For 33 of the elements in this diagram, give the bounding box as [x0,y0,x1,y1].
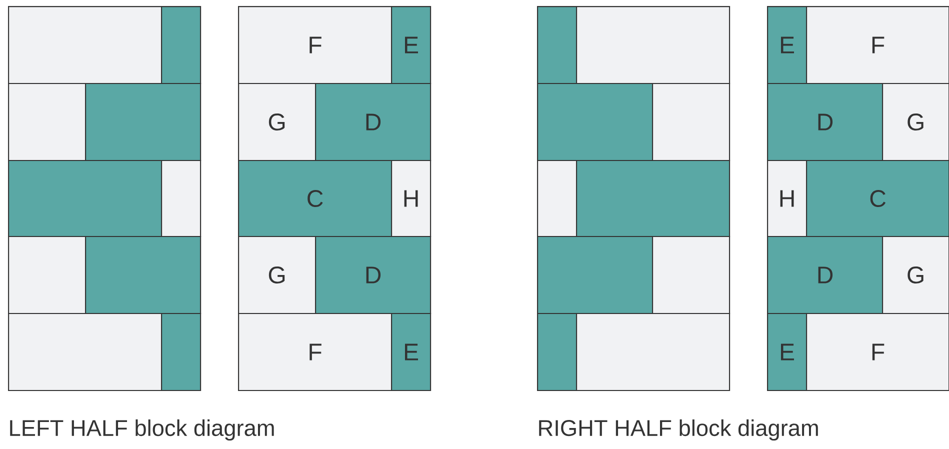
patch-box: E [391,313,432,392]
patch-box [8,160,162,238]
patch-box [8,313,162,392]
patch-box: E [767,6,808,84]
patch-box: C [238,160,392,238]
patch-box [8,83,86,162]
patch-box: F [238,313,392,392]
caption: LEFT HALF block diagram [10,419,274,441]
patch-box: H [767,160,808,238]
patch-box: C [806,160,949,238]
patch-box [537,160,578,238]
patch-box: H [391,160,432,238]
patch-box [652,236,730,314]
patch-box: F [238,6,392,84]
patch-box [537,6,578,84]
patch-box [537,313,578,392]
patch-box [161,6,202,84]
patch-box [161,313,202,392]
patch-box [161,160,202,238]
patch-box [576,160,730,238]
patch-box: E [767,313,808,392]
patch-box [576,313,730,392]
node-label: C [870,190,886,208]
patch-box: G [882,83,949,162]
caption: RIGHT HALF block diagram [539,419,818,441]
patch-box [576,6,730,84]
patch-box: G [238,83,316,162]
patch-box [8,6,162,84]
patch-box: E [391,6,432,84]
patch-box: G [882,236,949,314]
patch-box: G [238,236,316,314]
patch-box [8,236,86,314]
patch-box [652,83,730,162]
